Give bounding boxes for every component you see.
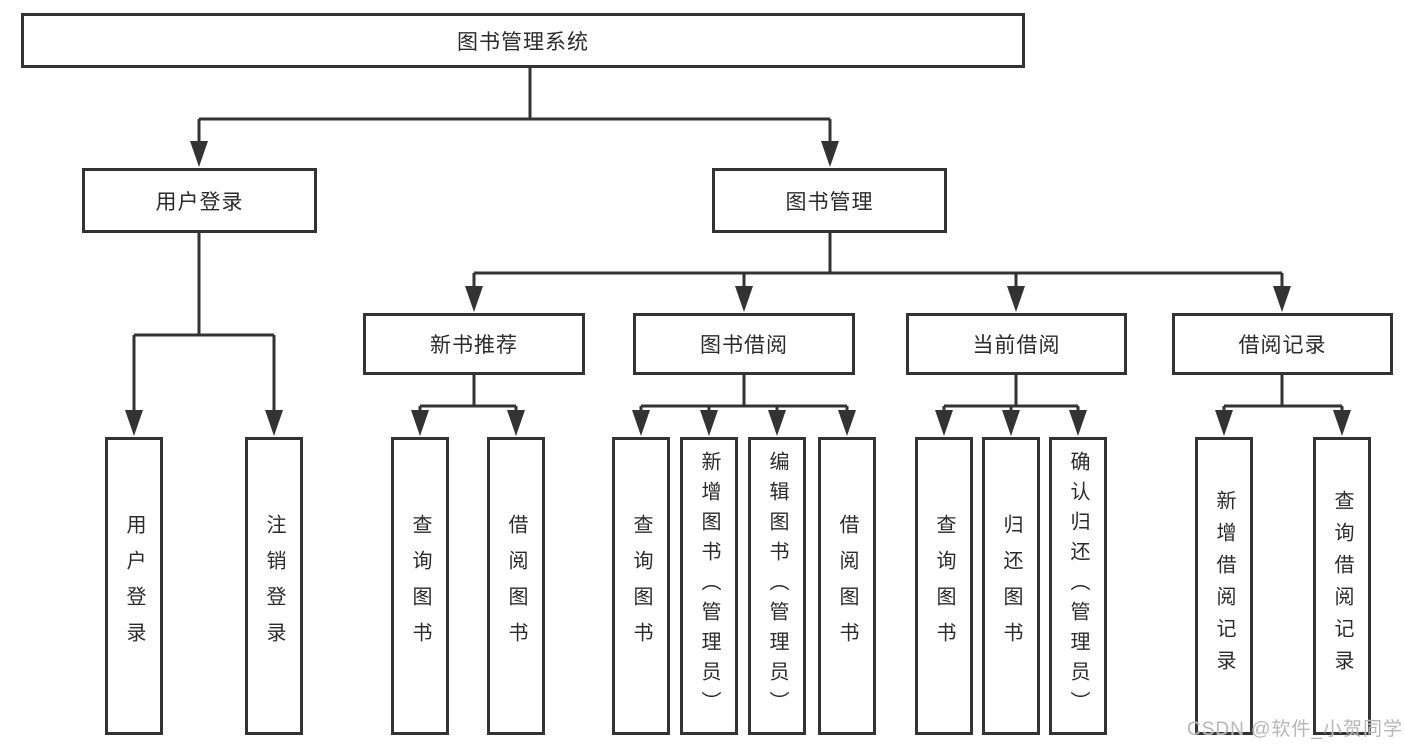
leaf-label: 确认归还（管理员） bbox=[1067, 451, 1089, 721]
leaf-return-books: 归还图书 bbox=[982, 437, 1040, 735]
node-label: 用户登录 bbox=[155, 190, 244, 214]
leaf-label: 新增图书（管理员） bbox=[698, 451, 720, 721]
arrowhead bbox=[821, 141, 839, 167]
arrowhead bbox=[125, 410, 143, 436]
leaf-borrow-books-recommend: 借阅图书 bbox=[487, 437, 545, 735]
node-user-login: 用户登录 bbox=[82, 168, 317, 233]
arrowhead bbox=[838, 410, 856, 436]
arrowhead bbox=[1333, 410, 1351, 436]
leaf-add-books-admin: 新增图书（管理员） bbox=[680, 437, 738, 735]
connector-user-login-group bbox=[132, 233, 276, 414]
arrowhead bbox=[507, 410, 525, 436]
leaf-edit-books-admin: 编辑图书（管理员） bbox=[748, 437, 806, 735]
leaf-add-borrow-record: 新增借阅记录 bbox=[1195, 437, 1253, 735]
node-label: 图书管理系统 bbox=[457, 30, 589, 54]
arrowhead bbox=[735, 286, 753, 312]
connector-book-borrow-group bbox=[639, 375, 849, 414]
arrowhead bbox=[190, 141, 208, 167]
node-label: 新书推荐 bbox=[430, 334, 518, 357]
arrowhead bbox=[1215, 410, 1233, 436]
leaf-label: 用户登录 bbox=[123, 514, 145, 658]
leaf-label: 查询借阅记录 bbox=[1331, 490, 1353, 682]
node-label: 图书借阅 bbox=[700, 334, 788, 357]
leaf-label: 查询图书 bbox=[409, 514, 431, 658]
csdn-watermark: CSDN @软件_小贺同学 bbox=[1187, 719, 1403, 740]
leaf-label: 查询图书 bbox=[630, 514, 652, 658]
arrowhead bbox=[768, 410, 786, 436]
leaf-confirm-return-admin: 确认归还（管理员） bbox=[1049, 437, 1107, 735]
leaf-query-borrow-record: 查询借阅记录 bbox=[1313, 437, 1371, 735]
node-current-borrow: 当前借阅 bbox=[906, 313, 1127, 375]
leaf-label: 借阅图书 bbox=[505, 514, 527, 658]
node-library-management-system: 图书管理系统 bbox=[21, 13, 1025, 68]
leaf-label: 借阅图书 bbox=[836, 514, 858, 658]
node-borrow-records: 借阅记录 bbox=[1172, 313, 1393, 375]
node-book-management: 图书管理 bbox=[712, 168, 947, 233]
connector-new-books-group bbox=[418, 375, 518, 414]
node-label: 借阅记录 bbox=[1238, 334, 1327, 357]
leaf-label: 编辑图书（管理员） bbox=[766, 451, 788, 721]
leaf-user-login: 用户登录 bbox=[105, 437, 163, 735]
arrowhead bbox=[700, 410, 718, 436]
node-label: 图书管理 bbox=[785, 190, 874, 214]
arrowhead bbox=[935, 410, 953, 436]
arrowhead bbox=[1007, 286, 1025, 312]
leaf-logout: 注销登录 bbox=[245, 437, 303, 735]
leaf-label: 注销登录 bbox=[263, 514, 285, 658]
arrowhead bbox=[1273, 286, 1291, 312]
leaf-label: 新增借阅记录 bbox=[1213, 490, 1235, 682]
arrowhead bbox=[632, 410, 650, 436]
leaf-label: 归还图书 bbox=[1000, 514, 1022, 658]
arrowhead bbox=[1002, 410, 1020, 436]
arrowhead bbox=[465, 286, 483, 312]
connector-current-borrow-group bbox=[942, 375, 1080, 414]
connector-book-management-to-level3 bbox=[472, 233, 1284, 290]
node-book-borrow: 图书借阅 bbox=[633, 313, 855, 375]
leaf-query-books-borrow: 查询图书 bbox=[612, 437, 670, 735]
node-label: 当前借阅 bbox=[972, 334, 1061, 357]
leaf-query-books-recommend: 查询图书 bbox=[391, 437, 449, 735]
connector-root-to-level2 bbox=[197, 68, 832, 145]
leaf-label: 查询图书 bbox=[933, 514, 955, 658]
arrowhead bbox=[265, 410, 283, 436]
connector-borrow-records-group bbox=[1222, 375, 1344, 414]
leaf-borrow-books: 借阅图书 bbox=[818, 437, 876, 735]
arrowhead bbox=[1069, 410, 1087, 436]
leaf-query-books-current: 查询图书 bbox=[915, 437, 973, 735]
node-new-book-recommend: 新书推荐 bbox=[363, 313, 585, 375]
arrowhead bbox=[411, 410, 429, 436]
